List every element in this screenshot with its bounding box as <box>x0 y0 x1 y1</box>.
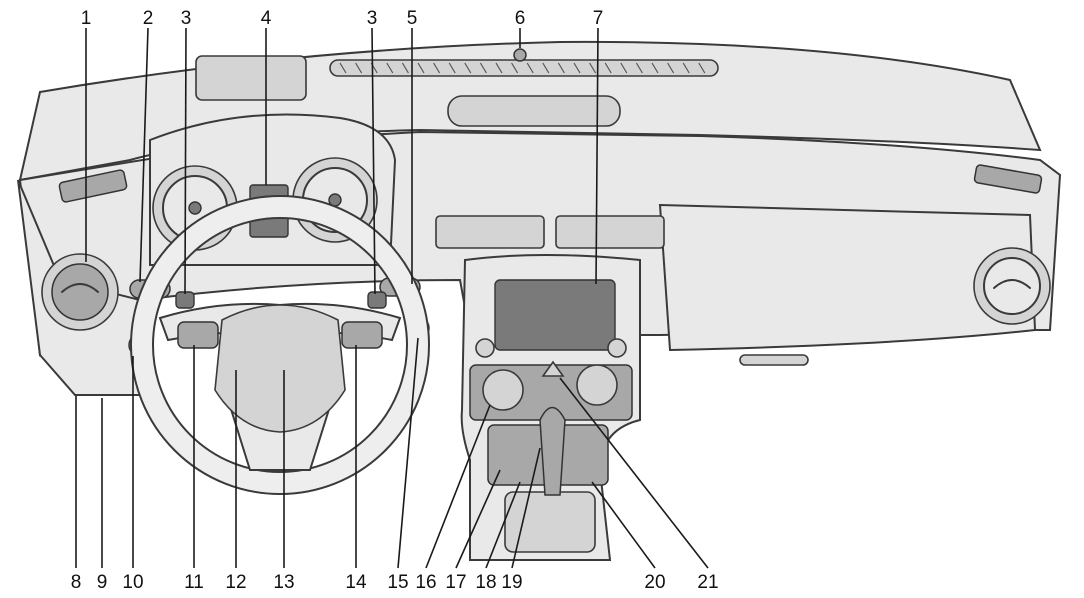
shift-lever <box>540 408 565 496</box>
callout-7: 7 <box>593 8 604 29</box>
right-wheel-controls <box>342 322 382 348</box>
sensor-dome <box>514 49 526 61</box>
left-wheel-controls <box>178 322 218 348</box>
callout-10: 10 <box>122 572 143 593</box>
center-vent-left <box>436 216 544 248</box>
right-round-vent <box>974 248 1050 324</box>
left-paddle <box>176 292 194 308</box>
left-round-vent <box>42 254 118 330</box>
callout-15: 15 <box>387 572 408 593</box>
callout-19: 19 <box>501 572 522 593</box>
callout-3-right: 3 <box>367 8 378 29</box>
callouts-bottom: 8 9 10 11 12 13 14 15 16 17 18 19 20 21 <box>71 572 719 593</box>
callout-9: 9 <box>97 572 108 593</box>
callouts-top: 1 2 3 4 3 5 6 7 <box>81 8 604 29</box>
callout-13: 13 <box>273 572 294 593</box>
callout-14: 14 <box>345 572 367 593</box>
airbag-hub <box>215 305 345 432</box>
callout-1: 1 <box>81 8 92 29</box>
callout-8: 8 <box>71 572 82 593</box>
callout-17: 17 <box>445 572 466 593</box>
right-climate-knob <box>577 365 617 405</box>
left-audio-knob <box>476 339 494 357</box>
infotainment-screen <box>495 280 615 350</box>
callout-5: 5 <box>407 8 418 29</box>
upper-tray <box>448 96 620 126</box>
callout-3-left: 3 <box>181 8 192 29</box>
callout-21: 21 <box>697 572 718 593</box>
callout-6: 6 <box>515 8 526 29</box>
right-audio-knob <box>608 339 626 357</box>
right-paddle <box>368 292 386 308</box>
left-climate-knob <box>483 370 523 410</box>
callout-20: 20 <box>644 572 665 593</box>
callout-18: 18 <box>475 572 496 593</box>
glovebox-handle <box>740 355 808 365</box>
callout-16: 16 <box>415 572 436 593</box>
defrost-vent <box>330 60 718 76</box>
center-display-top <box>196 56 306 100</box>
callout-11: 11 <box>184 572 204 593</box>
center-vent-right <box>556 216 664 248</box>
callout-2: 2 <box>143 8 154 29</box>
callout-12: 12 <box>225 572 246 593</box>
callout-4: 4 <box>261 8 272 29</box>
